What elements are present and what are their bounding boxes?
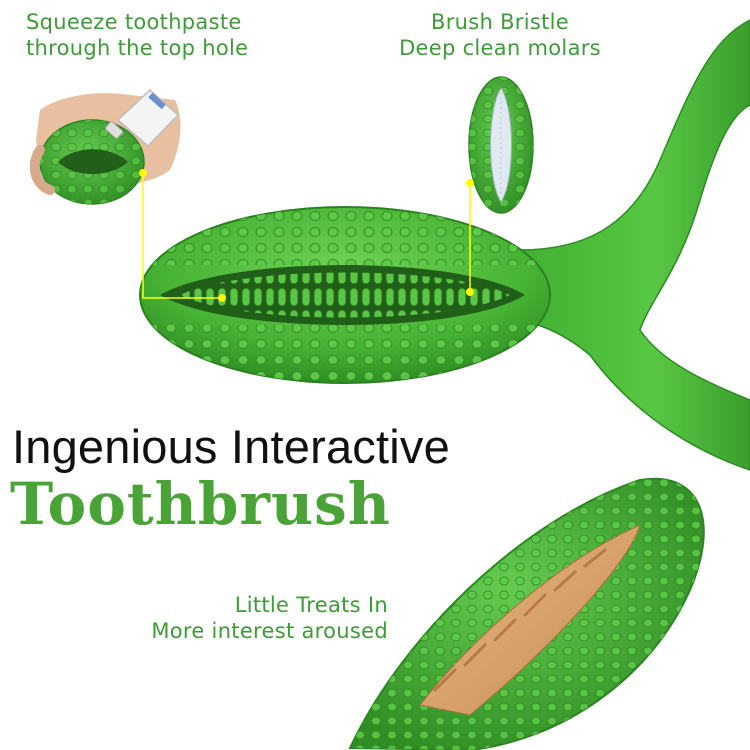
headline-title: Toothbrush <box>10 470 391 538</box>
caption-brush-bristle: Brush Bristle Deep clean molars <box>380 9 620 61</box>
caption-little-treats: Little Treats In More interest aroused <box>98 592 388 644</box>
toothbrush-handle <box>509 19 750 471</box>
caption-line: through the top hole <box>26 36 249 60</box>
caption-line: Little Treats In <box>234 593 388 617</box>
caption-line: Brush Bristle <box>431 10 569 34</box>
caption-line: Squeeze toothpaste <box>26 10 242 34</box>
caption-line: Deep clean molars <box>399 36 601 60</box>
caption-squeeze-toothpaste: Squeeze toothpaste through the top hole <box>26 9 248 61</box>
toothbrush-toy <box>139 206 551 384</box>
caption-line: More interest aroused <box>151 619 388 643</box>
toothpaste-tube-icon <box>105 88 180 148</box>
callout-pointer <box>139 169 474 302</box>
bristle-closeup <box>468 76 534 214</box>
treat-filled-toy <box>348 477 705 750</box>
headline-subtitle: Ingenious Interactive <box>12 420 450 473</box>
